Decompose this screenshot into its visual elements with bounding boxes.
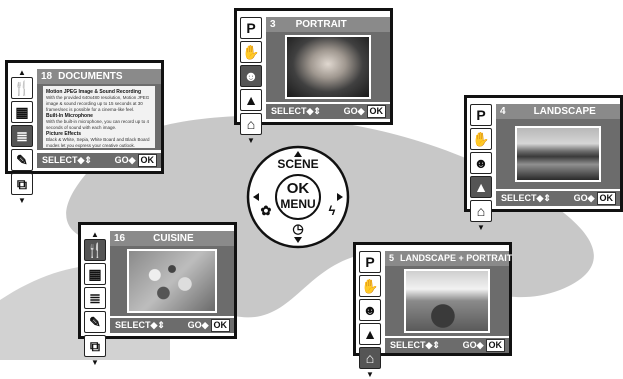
dial-scene-label[interactable]: SCENE [277,157,319,171]
screen-titlebar: 16 CUISINE [110,231,234,246]
down-arrow-icon: ▼ [477,223,485,232]
scene-screen-landscape: P ✋ ☻ ▲ ⌂ ▼ 4 LANDSCAPE SELECT◆⇕ GO◆OK [464,95,623,232]
scene-screen-portrait: P ✋ ☻ ▲ ⌂ ▼ 3 PORTRAIT SELECT◆⇕ GO◆OK [234,8,393,145]
portrait-sample-photo [285,35,371,99]
landscape-sample-photo [515,126,601,182]
portrait-icon[interactable]: ☻ [240,65,262,87]
scene-icon-column: P ✋ ☻ ▲ ⌂ ▼ [359,251,381,379]
scene-number: 3 [270,19,276,30]
scene-icon-column: ▲ 🍴 ▦ ≣ ✎ ⧉ ▼ [84,231,106,367]
select-hint: SELECT◆⇕ [42,155,92,165]
landscape-portrait-sample-photo [404,269,490,333]
cuisine-sample-photo [127,249,217,313]
anti-shake-icon[interactable]: ✋ [470,128,492,150]
anti-shake-icon[interactable]: ✋ [240,41,262,63]
screen-titlebar: 18 DOCUMENTS [37,69,161,84]
text-icon[interactable]: ✎ [84,311,106,333]
go-hint: GO◆OK [463,338,505,353]
scene-number: 18 [41,71,53,82]
scene-title: LANDSCAPE + PORTRAIT [400,253,513,263]
dial-menu-label[interactable]: MENU [280,197,316,211]
scene-title: DOCUMENTS [58,71,123,82]
select-hint: SELECT◆⇕ [115,320,165,330]
flash-icon[interactable]: ϟ [328,203,336,218]
auction-icon[interactable]: ▦ [11,101,33,123]
ok-button[interactable]: OK [366,105,386,118]
scene-title: LANDSCAPE [533,106,596,117]
go-hint: GO◆OK [344,104,386,119]
go-hint: GO◆OK [188,318,230,333]
portrait-icon[interactable]: ☻ [359,299,381,321]
screen-footer: SELECT◆⇕ GO◆OK [266,104,390,119]
ok-button[interactable]: OK [485,339,505,352]
ok-button[interactable]: OK [137,154,157,167]
screen-footer: SELECT◆⇕ GO◆OK [110,318,234,333]
down-arrow-icon: ▼ [247,136,255,145]
scene-icon-column: P ✋ ☻ ▲ ⌂ ▼ [470,104,492,232]
document-preview: Motion JPEG Image & Sound Recording With… [43,86,155,148]
select-hint: SELECT◆⇕ [390,340,440,350]
doc-heading-1: Motion JPEG Image & Sound Recording [46,89,142,95]
screen-titlebar: 4 LANDSCAPE [496,104,620,119]
doc-heading-2: Built-In Microphone [46,113,93,119]
doc-heading-3: Picture Effects [46,131,82,137]
down-arrow-icon: ▼ [91,358,99,367]
down-arrow-icon: ▼ [366,370,374,379]
landscape-portrait-icon[interactable]: ⌂ [240,113,262,135]
scene-screen-cuisine: ▲ 🍴 ▦ ≣ ✎ ⧉ ▼ 16 CUISINE SELECT◆⇕ GO◆OK [78,222,237,367]
scene-title: CUISINE [153,233,194,244]
auction-icon[interactable]: ▦ [84,263,106,285]
up-arrow-icon: ▲ [91,230,99,239]
program-mode-icon[interactable]: P [240,17,262,39]
scene-icon-column: ▲ 🍴 ▦ ≣ ✎ ⧉ ▼ [11,69,33,205]
landscape-icon[interactable]: ▲ [470,176,492,198]
text-icon[interactable]: ✎ [11,149,33,171]
select-hint: SELECT◆⇕ [501,193,551,203]
ok-button[interactable]: OK [210,319,230,332]
scene-number: 5 [389,253,395,263]
cuisine-icon[interactable]: 🍴 [84,239,106,261]
self-timer-icon[interactable]: ◷ [292,221,304,236]
doc-body-1: With the provided 640x480 resolution, Mo… [46,95,150,112]
cuisine-icon[interactable]: 🍴 [11,77,33,99]
scene-screen-documents: ▲ 🍴 ▦ ≣ ✎ ⧉ ▼ 18 DOCUMENTS Motion JPEG Im… [5,60,164,205]
documents-icon[interactable]: ≣ [84,287,106,309]
landscape-portrait-icon[interactable]: ⌂ [359,347,381,369]
landscape-icon[interactable]: ▲ [240,89,262,111]
scene-title: PORTRAIT [295,19,347,30]
landscape-portrait-icon[interactable]: ⌂ [470,200,492,222]
doc-body-2: With the built-in microphone, you can re… [46,119,150,130]
select-hint: SELECT◆⇕ [271,106,321,116]
go-hint: GO◆OK [574,191,616,206]
screen-footer: SELECT◆⇕ GO◆OK [496,191,620,206]
anti-shake-icon[interactable]: ✋ [359,275,381,297]
doc-body-3: Black & White, Sepia, White Board and Bl… [46,137,150,148]
screen-titlebar: 3 PORTRAIT [266,17,390,32]
landscape-icon[interactable]: ▲ [359,323,381,345]
macro-icon[interactable]: ✿ [260,203,272,218]
screen-footer: SELECT◆⇕ GO◆OK [37,153,161,168]
screen-footer: SELECT◆⇕ GO◆OK [385,338,509,353]
scene-number: 16 [114,233,126,244]
dial-graphic [246,145,350,249]
down-arrow-icon: ▼ [18,196,26,205]
program-mode-icon[interactable]: P [359,251,381,273]
multi-frame-icon[interactable]: ⧉ [84,335,106,357]
dial-ok-label[interactable]: OK [286,180,310,197]
scene-screen-landscape-portrait: P ✋ ☻ ▲ ⌂ ▼ 5 LANDSCAPE + PORTRAIT SELECT… [353,242,513,379]
go-hint: GO◆OK [115,153,157,168]
control-dial[interactable]: SCENE OK MENU ✿ ϟ ◷ [246,145,350,249]
screen-titlebar: 5 LANDSCAPE + PORTRAIT [385,251,513,266]
ok-button[interactable]: OK [596,192,616,205]
scene-number: 4 [500,106,506,117]
up-arrow-icon: ▲ [18,68,26,77]
scene-icon-column: P ✋ ☻ ▲ ⌂ ▼ [240,17,262,145]
program-mode-icon[interactable]: P [470,104,492,126]
multi-frame-icon[interactable]: ⧉ [11,173,33,195]
portrait-icon[interactable]: ☻ [470,152,492,174]
documents-icon[interactable]: ≣ [11,125,33,147]
